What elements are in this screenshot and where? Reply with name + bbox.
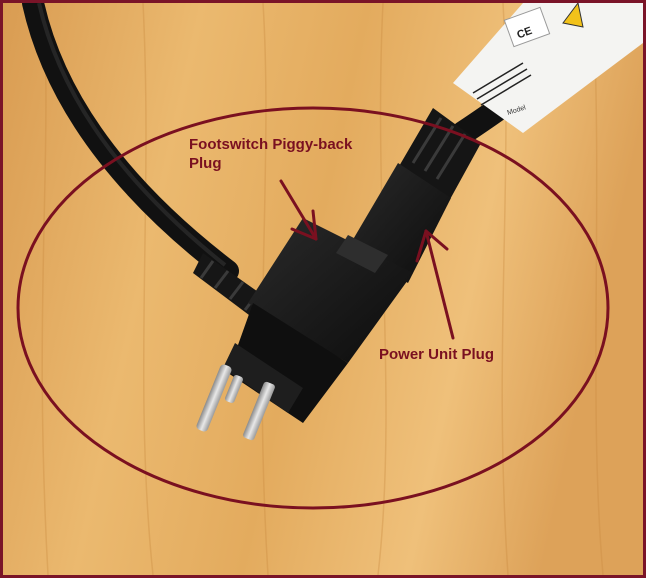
plug-photo: CE Model <box>3 3 643 575</box>
ce-mark: CE <box>515 25 533 42</box>
annotation-ellipse <box>16 106 610 510</box>
footswitch-label-line1: Footswitch Piggy-back <box>189 136 353 153</box>
label-sleeve: CE Model <box>453 3 643 133</box>
power-unit-plug-label: Power Unit Plug <box>379 346 495 363</box>
footswitch-plug-label: Footswitch Piggy-back Plug <box>189 135 352 173</box>
footswitch-label-line2: Plug <box>189 155 222 172</box>
plug-prongs <box>196 364 275 441</box>
footswitch-arrow <box>279 179 318 241</box>
cord-left <box>22 3 239 282</box>
plug-face <box>228 303 348 423</box>
power-unit-arrow <box>415 229 455 340</box>
